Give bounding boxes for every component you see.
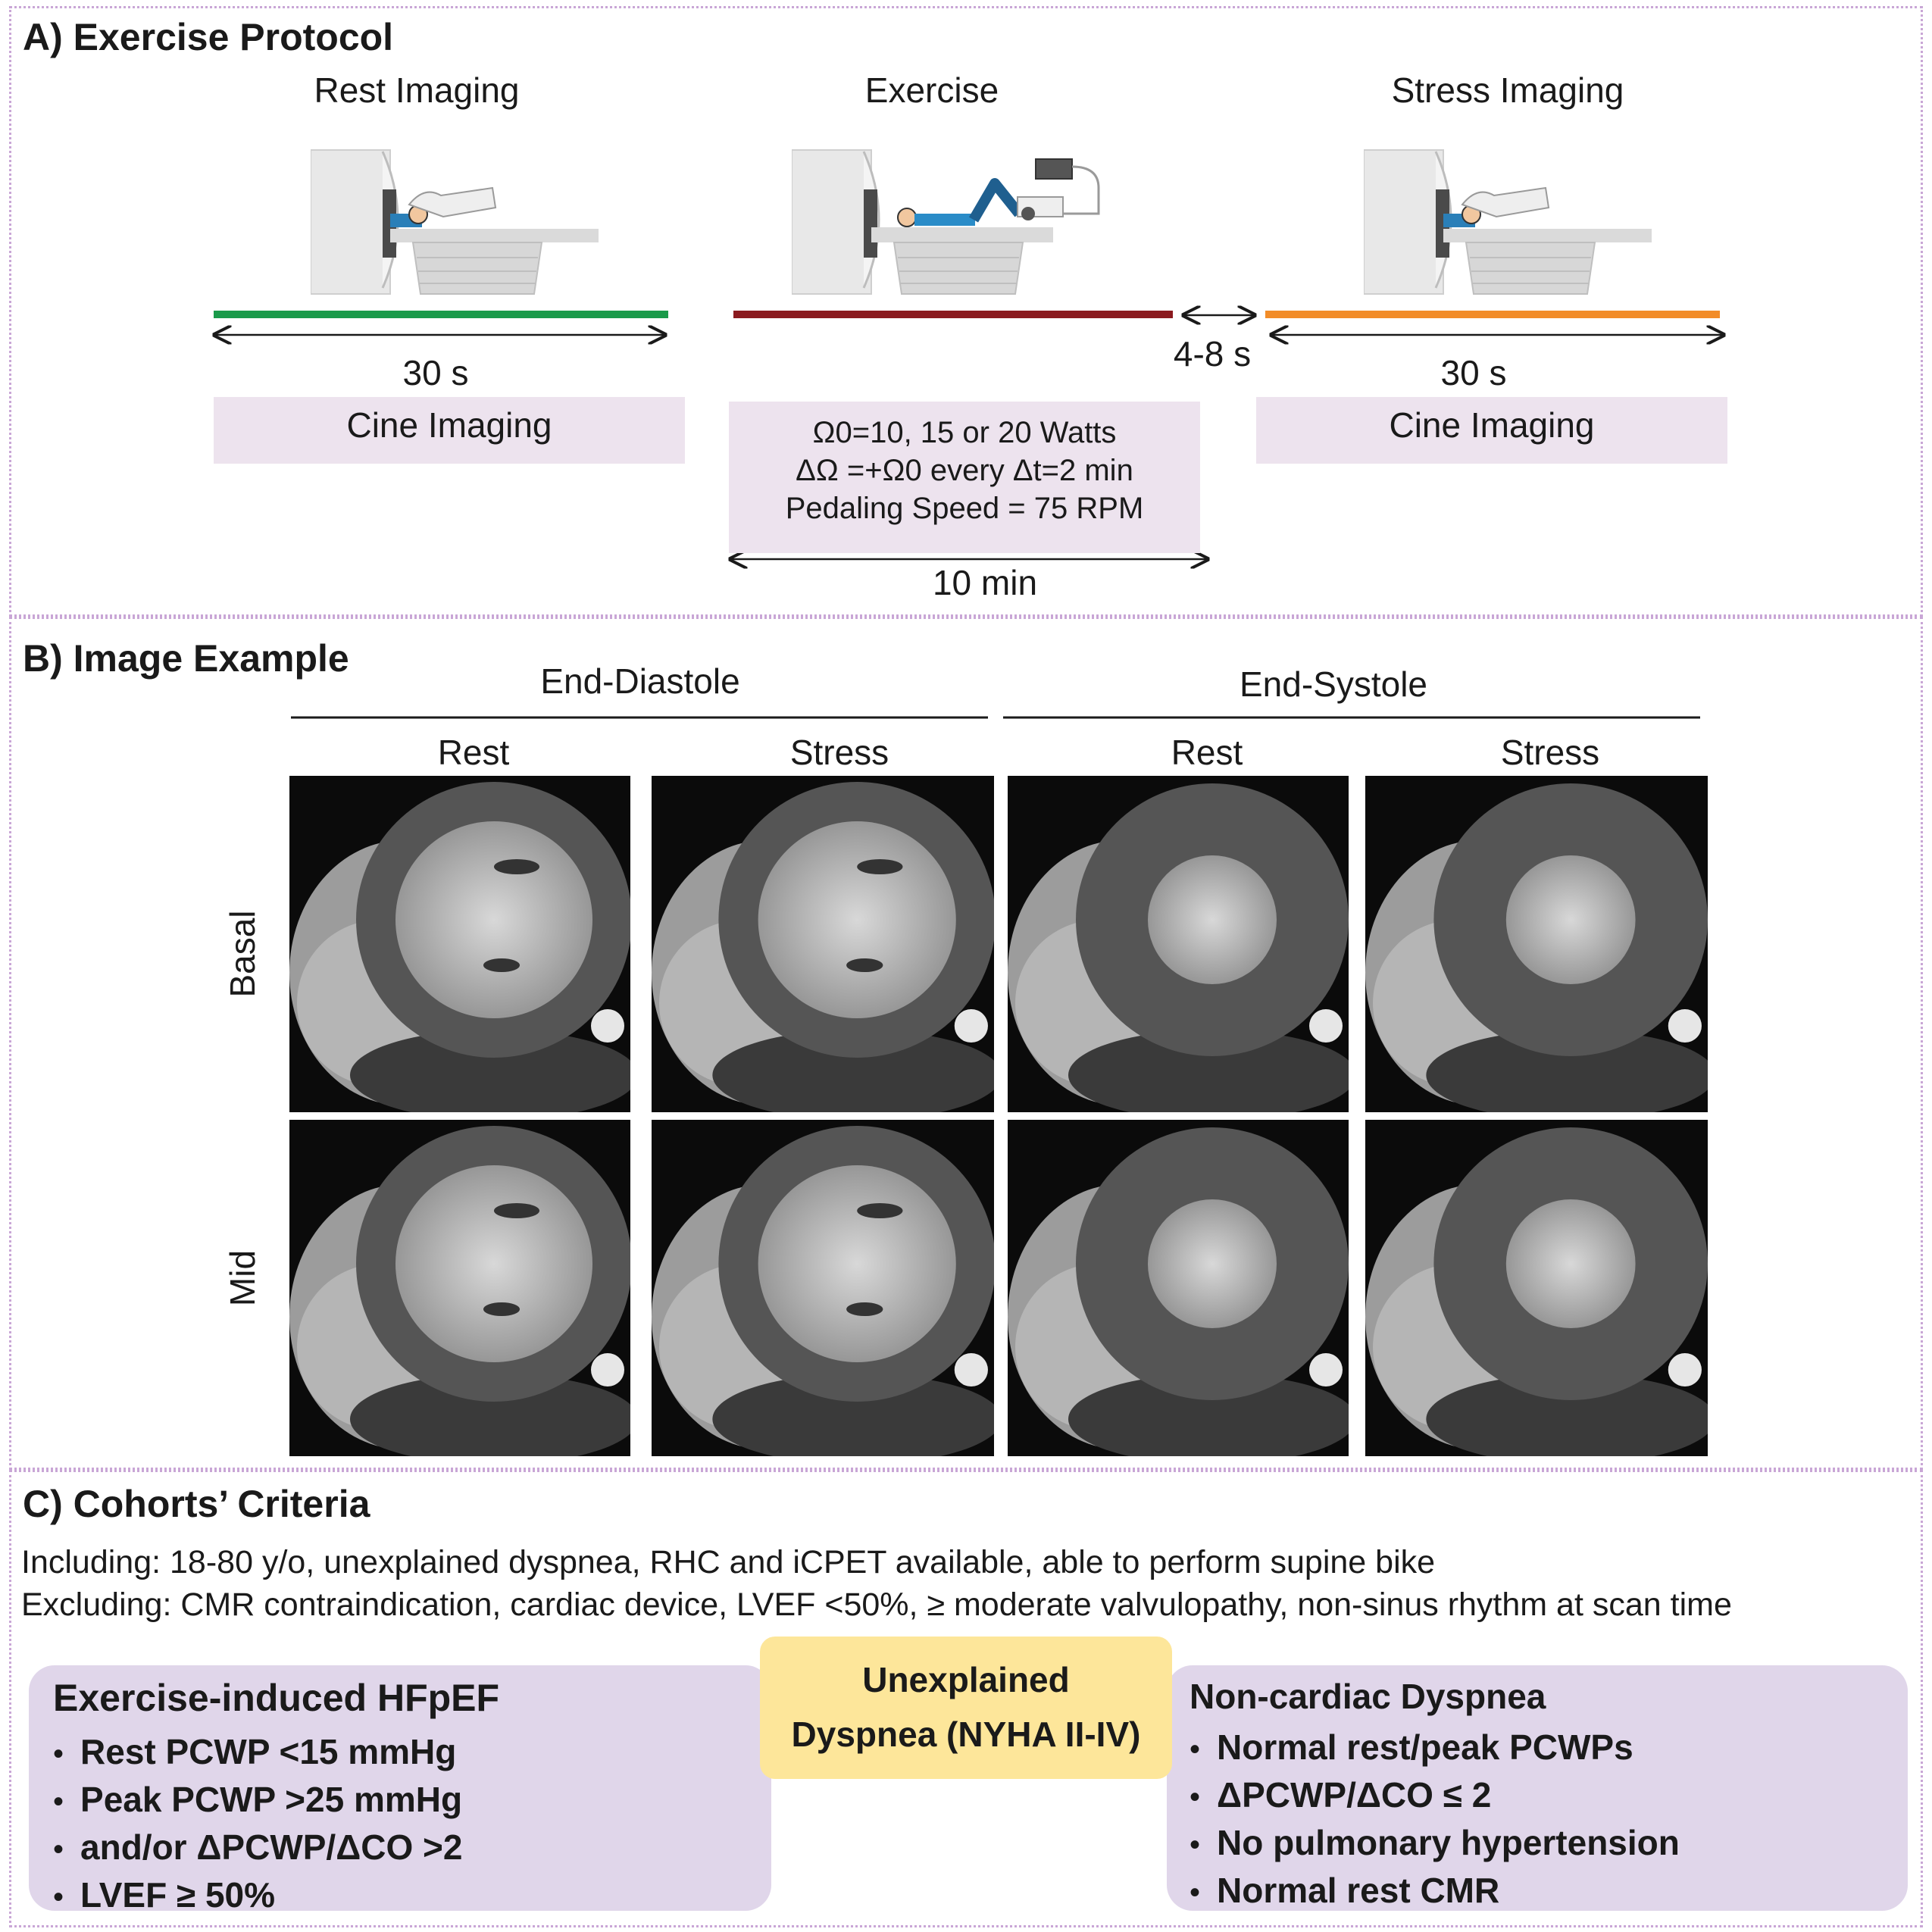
group-underlines [291,716,1700,719]
panel-cohorts-criteria [9,1470,1923,1927]
panel-b-title: B) Image Example [23,637,349,680]
cardiac-mri-image [1365,776,1708,1112]
stress-phase-bar [1265,311,1720,318]
hfpef-criterion: LVEF ≥ 50% [53,1872,771,1920]
hfpef-cohort-box: Exercise-induced HFpEF Rest PCWP <15 mmH… [29,1665,771,1915]
rest-duration-label: 30 s [402,353,469,392]
mri-scanner-rest-illustration [311,149,599,295]
exercise-params-box: Ω0=10, 15 or 20 Watts ΔΩ =+Ω0 every Δt=2… [729,402,1200,553]
unexplained-dyspnea-line1: Unexplained [862,1660,1070,1699]
group-end-diastole: End-Diastole [540,661,740,701]
cardiac-mri-image [652,776,994,1112]
stress-cine-imaging-box: Cine Imaging [1256,397,1727,464]
inclusion-criteria: Including: 18-80 y/o, unexplained dyspne… [21,1544,1436,1580]
exercise-param-increment: ΔΩ =+Ω0 every Δt=2 min [796,454,1133,487]
noncardiac-cohort-title: Non-cardiac Dyspnea [1190,1677,1546,1716]
cardiac-mri-image [1365,1120,1708,1456]
panel-image-example [9,617,1923,1470]
cardiac-mri-image [289,1120,630,1456]
column-rest-ed: Rest [437,733,510,772]
mri-scanner-stress-illustration [1364,149,1652,295]
hfpef-cohort-title: Exercise-induced HFpEF [53,1677,500,1719]
cardiac-mri-image [652,1120,994,1456]
hfpef-criterion: Rest PCWP <15 mmHg [53,1729,771,1777]
stress-cine-imaging-label: Cine Imaging [1389,405,1595,445]
panel-exercise-protocol [9,6,1923,617]
noncardiac-cohort-box: Non-cardiac Dyspnea Normal rest/peak PCW… [1167,1665,1908,1911]
exercise-heading: Exercise [864,70,999,110]
exercise-phase-bar [733,311,1173,318]
exercise-duration-label: 10 min [932,563,1038,602]
column-stress-es: Stress [1500,733,1600,772]
cardiac-mri-image [1008,776,1349,1112]
mri-scanner-exercise-illustration [792,149,1100,295]
stress-duration-label: 30 s [1440,353,1507,392]
panel-a-title: A) Exercise Protocol [23,16,394,58]
column-rest-es: Rest [1171,733,1243,772]
unexplained-dyspnea-box: Unexplained Dyspnea (NYHA II-IV) [760,1637,1172,1779]
transition-duration-label: 4-8 s [1173,334,1252,374]
row-mid: Mid [223,1249,262,1307]
noncardiac-criterion: Normal rest CMR [1190,1868,1908,1915]
noncardiac-criterion: Normal rest/peak PCWPs [1190,1724,1908,1772]
group-end-systole: End-Systole [1239,664,1427,704]
rest-phase-bar [214,311,668,318]
cardiac-mri-image [1008,1120,1349,1456]
column-stress-ed: Stress [789,733,889,772]
noncardiac-criterion: No pulmonary hypertension [1190,1820,1908,1868]
rest-cine-imaging-box: Cine Imaging [214,397,685,464]
exercise-param-speed: Pedaling Speed = 75 RPM [785,492,1144,525]
cardiac-mri-image [289,776,630,1112]
row-basal: Basal [223,910,262,998]
hfpef-criterion: and/or ΔPCWP/ΔCO >2 [53,1824,771,1872]
hfpef-criterion: Peak PCWP >25 mmHg [53,1777,771,1824]
exercise-param-load: Ω0=10, 15 or 20 Watts [812,416,1117,449]
noncardiac-criterion: ΔPCWP/ΔCO ≤ 2 [1190,1772,1908,1820]
protocol-timeline-arrows [0,0,1932,606]
panel-c-title: C) Cohorts’ Criteria [23,1483,370,1525]
unexplained-dyspnea-line2: Dyspnea (NYHA II-IV) [791,1715,1141,1754]
rest-cine-imaging-label: Cine Imaging [346,405,552,445]
rest-imaging-heading: Rest Imaging [314,70,520,110]
stress-imaging-heading: Stress Imaging [1391,70,1624,110]
exclusion-criteria: Excluding: CMR contraindication, cardiac… [21,1587,1732,1623]
